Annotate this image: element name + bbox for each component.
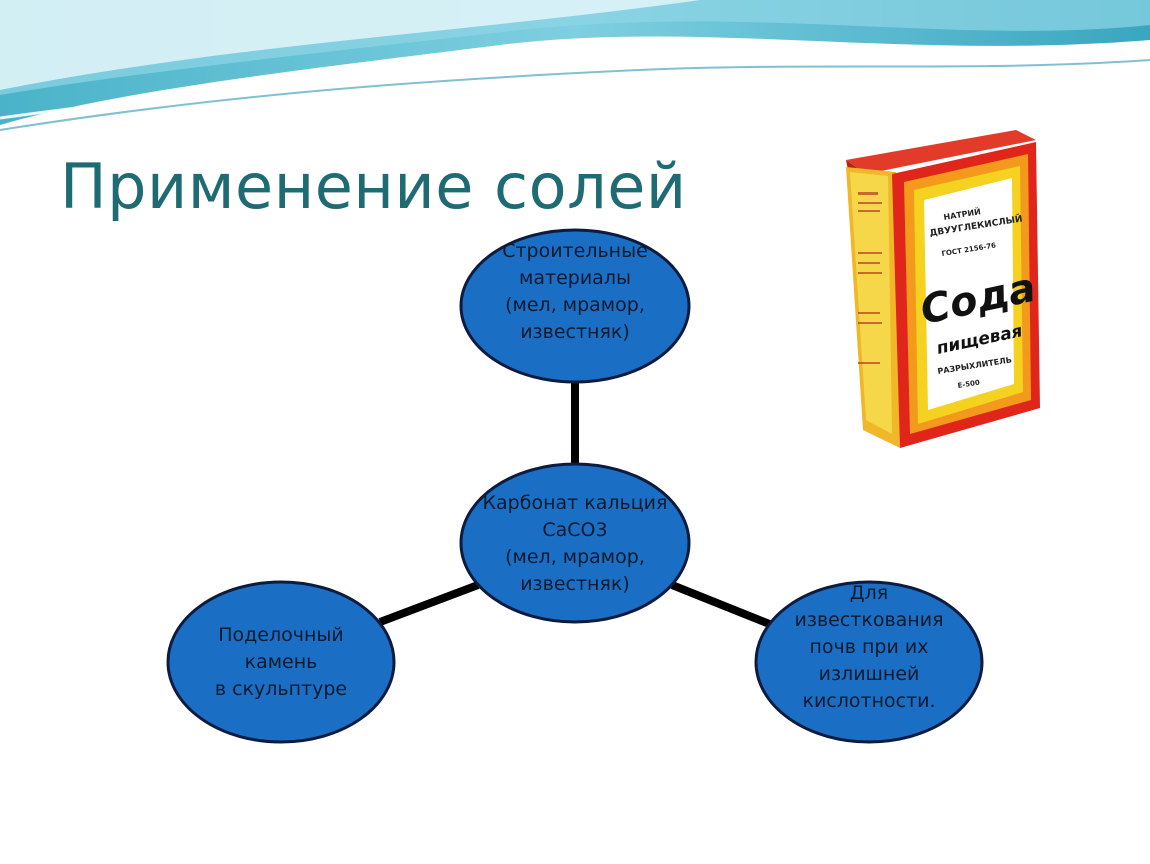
connector-left [378,581,480,626]
header-wave-decoration [0,0,1150,160]
node-right-shape [754,580,984,744]
slide-title: Применение солей [60,150,687,223]
node-left-shape [166,580,396,744]
connector-right [670,581,774,629]
node-top-shape [459,228,691,384]
package-line5: Е-500 [957,379,980,390]
node-center-shape [459,462,691,624]
baking-soda-package-image: НАТРИЙ ДВУУГЛЕКИСЛЫЙ ГОСТ 2156-76 Сода п… [778,112,1110,460]
